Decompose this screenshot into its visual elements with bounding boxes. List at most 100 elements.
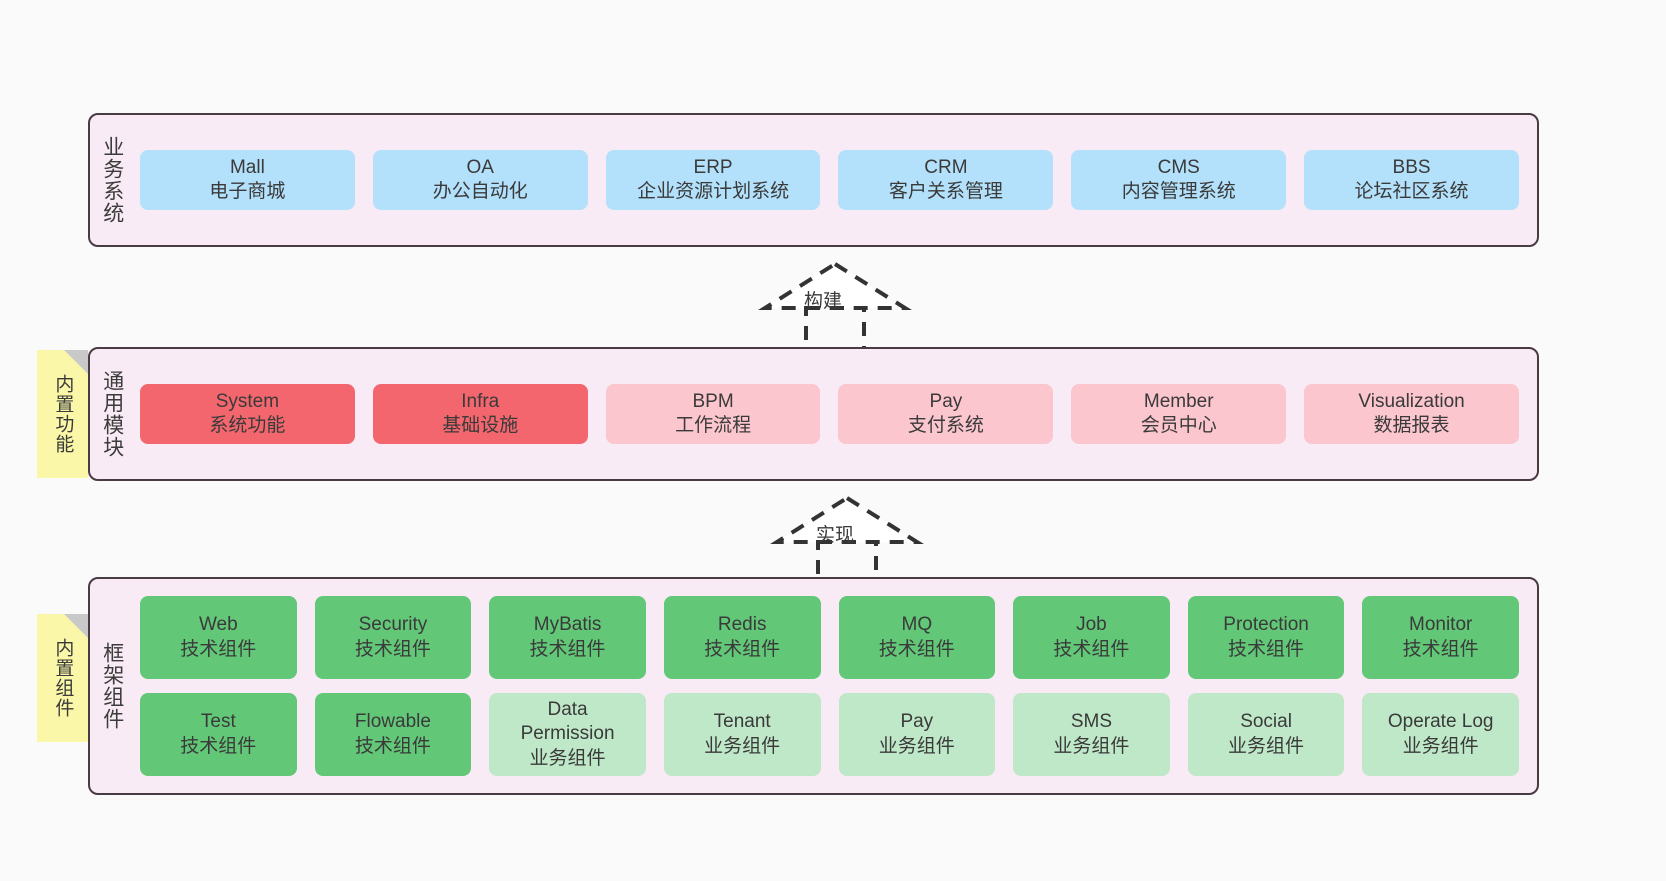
node-member-name: Member xyxy=(1143,390,1214,412)
row-tech-components: Web 技术组件 Security 技术组件 MyBatis 技术组件 Redi… xyxy=(140,596,1519,679)
node-oa[interactable]: OA 办公自动化 xyxy=(372,149,588,211)
node-flowable[interactable]: Flowable 技术组件 xyxy=(314,693,472,776)
node-pay-component-name: Pay xyxy=(900,711,934,733)
node-operate-log-name: Operate Log xyxy=(1387,711,1494,733)
node-visualization[interactable]: Visualization 数据报表 xyxy=(1304,383,1519,445)
layer-title-framework-components: 框架组件 xyxy=(100,642,124,730)
node-operate-log-desc: 业务组件 xyxy=(1402,735,1479,757)
node-monitor-desc: 技术组件 xyxy=(1402,638,1479,660)
node-erp-desc: 企业资源计划系统 xyxy=(637,181,790,202)
node-redis[interactable]: Redis 技术组件 xyxy=(663,596,821,679)
node-mq-name: MQ xyxy=(901,614,933,636)
node-erp[interactable]: ERP 企业资源计划系统 xyxy=(605,149,821,211)
node-system-name: System xyxy=(215,390,280,412)
node-monitor[interactable]: Monitor 技术组件 xyxy=(1362,596,1519,679)
node-erp-name: ERP xyxy=(693,156,733,178)
row-common-modules: System 系统功能 Infra 基础设施 BPM 工作流程 Pay 支付系统… xyxy=(140,383,1519,445)
layer-framework-components: 框架组件 Web 技术组件 Security 技术组件 MyBatis 技术组件… xyxy=(88,577,1539,795)
node-mall-desc: 电子商城 xyxy=(209,181,286,202)
node-redis-desc: 技术组件 xyxy=(704,638,781,660)
node-cms-desc: 内容管理系统 xyxy=(1121,181,1236,202)
node-mybatis-desc: 技术组件 xyxy=(529,638,606,660)
node-redis-name: Redis xyxy=(717,614,767,636)
node-test-name: Test xyxy=(200,711,236,733)
sticky-note-builtin-features-label: 内置功能 xyxy=(52,374,74,454)
sticky-note-builtin-components-label: 内置组件 xyxy=(52,638,74,718)
layer-title-common-modules: 通用模块 xyxy=(100,370,124,458)
node-visualization-name: Visualization xyxy=(1358,390,1465,412)
sticky-note-builtin-components: 内置组件 xyxy=(37,614,88,742)
node-tenant-name: Tenant xyxy=(713,711,771,733)
node-crm[interactable]: CRM 客户关系管理 xyxy=(838,149,1054,211)
node-protection[interactable]: Protection 技术组件 xyxy=(1187,596,1345,679)
node-tenant[interactable]: Tenant 业务组件 xyxy=(663,693,821,776)
note-fold-corner-icon xyxy=(64,350,88,374)
node-mall-name: Mall xyxy=(229,156,265,178)
note-fold-corner-icon xyxy=(64,614,88,638)
connector-implement: 实现 xyxy=(770,492,924,586)
node-flowable-name: Flowable xyxy=(354,711,431,733)
node-oa-desc: 办公自动化 xyxy=(432,181,528,202)
node-pay-module[interactable]: Pay 支付系统 xyxy=(838,383,1054,445)
node-crm-name: CRM xyxy=(924,156,968,178)
node-test-desc: 技术组件 xyxy=(180,735,257,757)
node-system-desc: 系统功能 xyxy=(209,415,286,436)
layer-business-systems: 业务系统 Mall 电子商城 OA 办公自动化 ERP 企业资源计划系统 CRM xyxy=(88,113,1539,247)
node-data-permission-desc: 业务组件 xyxy=(529,747,606,769)
node-member-desc: 会员中心 xyxy=(1140,415,1217,436)
node-bpm[interactable]: BPM 工作流程 xyxy=(605,383,821,445)
node-test[interactable]: Test 技术组件 xyxy=(140,693,297,776)
node-infra[interactable]: Infra 基础设施 xyxy=(372,383,588,445)
node-data-permission-name: Data Permission xyxy=(520,699,615,745)
node-security-desc: 技术组件 xyxy=(354,638,431,660)
node-crm-desc: 客户关系管理 xyxy=(888,181,1003,202)
node-bpm-name: BPM xyxy=(692,390,734,412)
node-mq[interactable]: MQ 技术组件 xyxy=(838,596,996,679)
layer-body-common-modules: System 系统功能 Infra 基础设施 BPM 工作流程 Pay 支付系统… xyxy=(134,349,1537,479)
node-bbs[interactable]: BBS 论坛社区系统 xyxy=(1304,149,1519,211)
node-web[interactable]: Web 技术组件 xyxy=(140,596,297,679)
node-mybatis-name: MyBatis xyxy=(533,614,602,636)
node-pay-module-desc: 支付系统 xyxy=(907,415,984,436)
node-sms[interactable]: SMS 业务组件 xyxy=(1013,693,1170,776)
node-operate-log[interactable]: Operate Log 业务组件 xyxy=(1362,693,1519,776)
node-infra-desc: 基础设施 xyxy=(442,415,519,436)
node-mq-desc: 技术组件 xyxy=(878,638,955,660)
node-visualization-desc: 数据报表 xyxy=(1373,415,1450,436)
node-bbs-name: BBS xyxy=(1392,156,1431,178)
node-monitor-name: Monitor xyxy=(1409,614,1473,636)
node-mall[interactable]: Mall 电子商城 xyxy=(140,149,355,211)
layer-body-business-systems: Mall 电子商城 OA 办公自动化 ERP 企业资源计划系统 CRM 客户关系… xyxy=(134,115,1537,245)
layer-body-framework-components: Web 技术组件 Security 技术组件 MyBatis 技术组件 Redi… xyxy=(134,579,1537,793)
node-protection-desc: 技术组件 xyxy=(1228,638,1305,660)
node-cms[interactable]: CMS 内容管理系统 xyxy=(1071,149,1287,211)
node-pay-component[interactable]: Pay 业务组件 xyxy=(838,693,996,776)
connector-label-implement: 实现 xyxy=(816,525,855,546)
row-business-components: Test 技术组件 Flowable 技术组件 Data Permission … xyxy=(140,693,1519,776)
node-protection-name: Protection xyxy=(1223,614,1309,636)
node-web-name: Web xyxy=(198,614,238,636)
node-pay-module-name: Pay xyxy=(929,390,963,412)
node-social[interactable]: Social 业务组件 xyxy=(1187,693,1345,776)
node-social-name: Social xyxy=(1240,711,1292,733)
node-sms-desc: 业务组件 xyxy=(1053,735,1130,757)
row-business-systems: Mall 电子商城 OA 办公自动化 ERP 企业资源计划系统 CRM 客户关系… xyxy=(140,149,1519,211)
node-member[interactable]: Member 会员中心 xyxy=(1071,383,1287,445)
connector-label-build: 构建 xyxy=(804,291,843,312)
node-mybatis[interactable]: MyBatis 技术组件 xyxy=(489,596,646,679)
layer-title-business-systems: 业务系统 xyxy=(100,136,124,224)
node-oa-name: OA xyxy=(466,156,494,178)
node-cms-name: CMS xyxy=(1157,156,1200,178)
node-job-desc: 技术组件 xyxy=(1053,638,1130,660)
node-security-name: Security xyxy=(358,614,428,636)
node-bpm-desc: 工作流程 xyxy=(675,415,752,436)
node-security[interactable]: Security 技术组件 xyxy=(314,596,472,679)
node-job[interactable]: Job 技术组件 xyxy=(1013,596,1170,679)
node-tenant-desc: 业务组件 xyxy=(704,735,781,757)
node-sms-name: SMS xyxy=(1070,711,1113,733)
node-infra-name: Infra xyxy=(461,390,500,412)
node-system[interactable]: System 系统功能 xyxy=(140,383,355,445)
node-data-permission[interactable]: Data Permission 业务组件 xyxy=(489,693,646,776)
node-job-name: Job xyxy=(1076,614,1107,636)
